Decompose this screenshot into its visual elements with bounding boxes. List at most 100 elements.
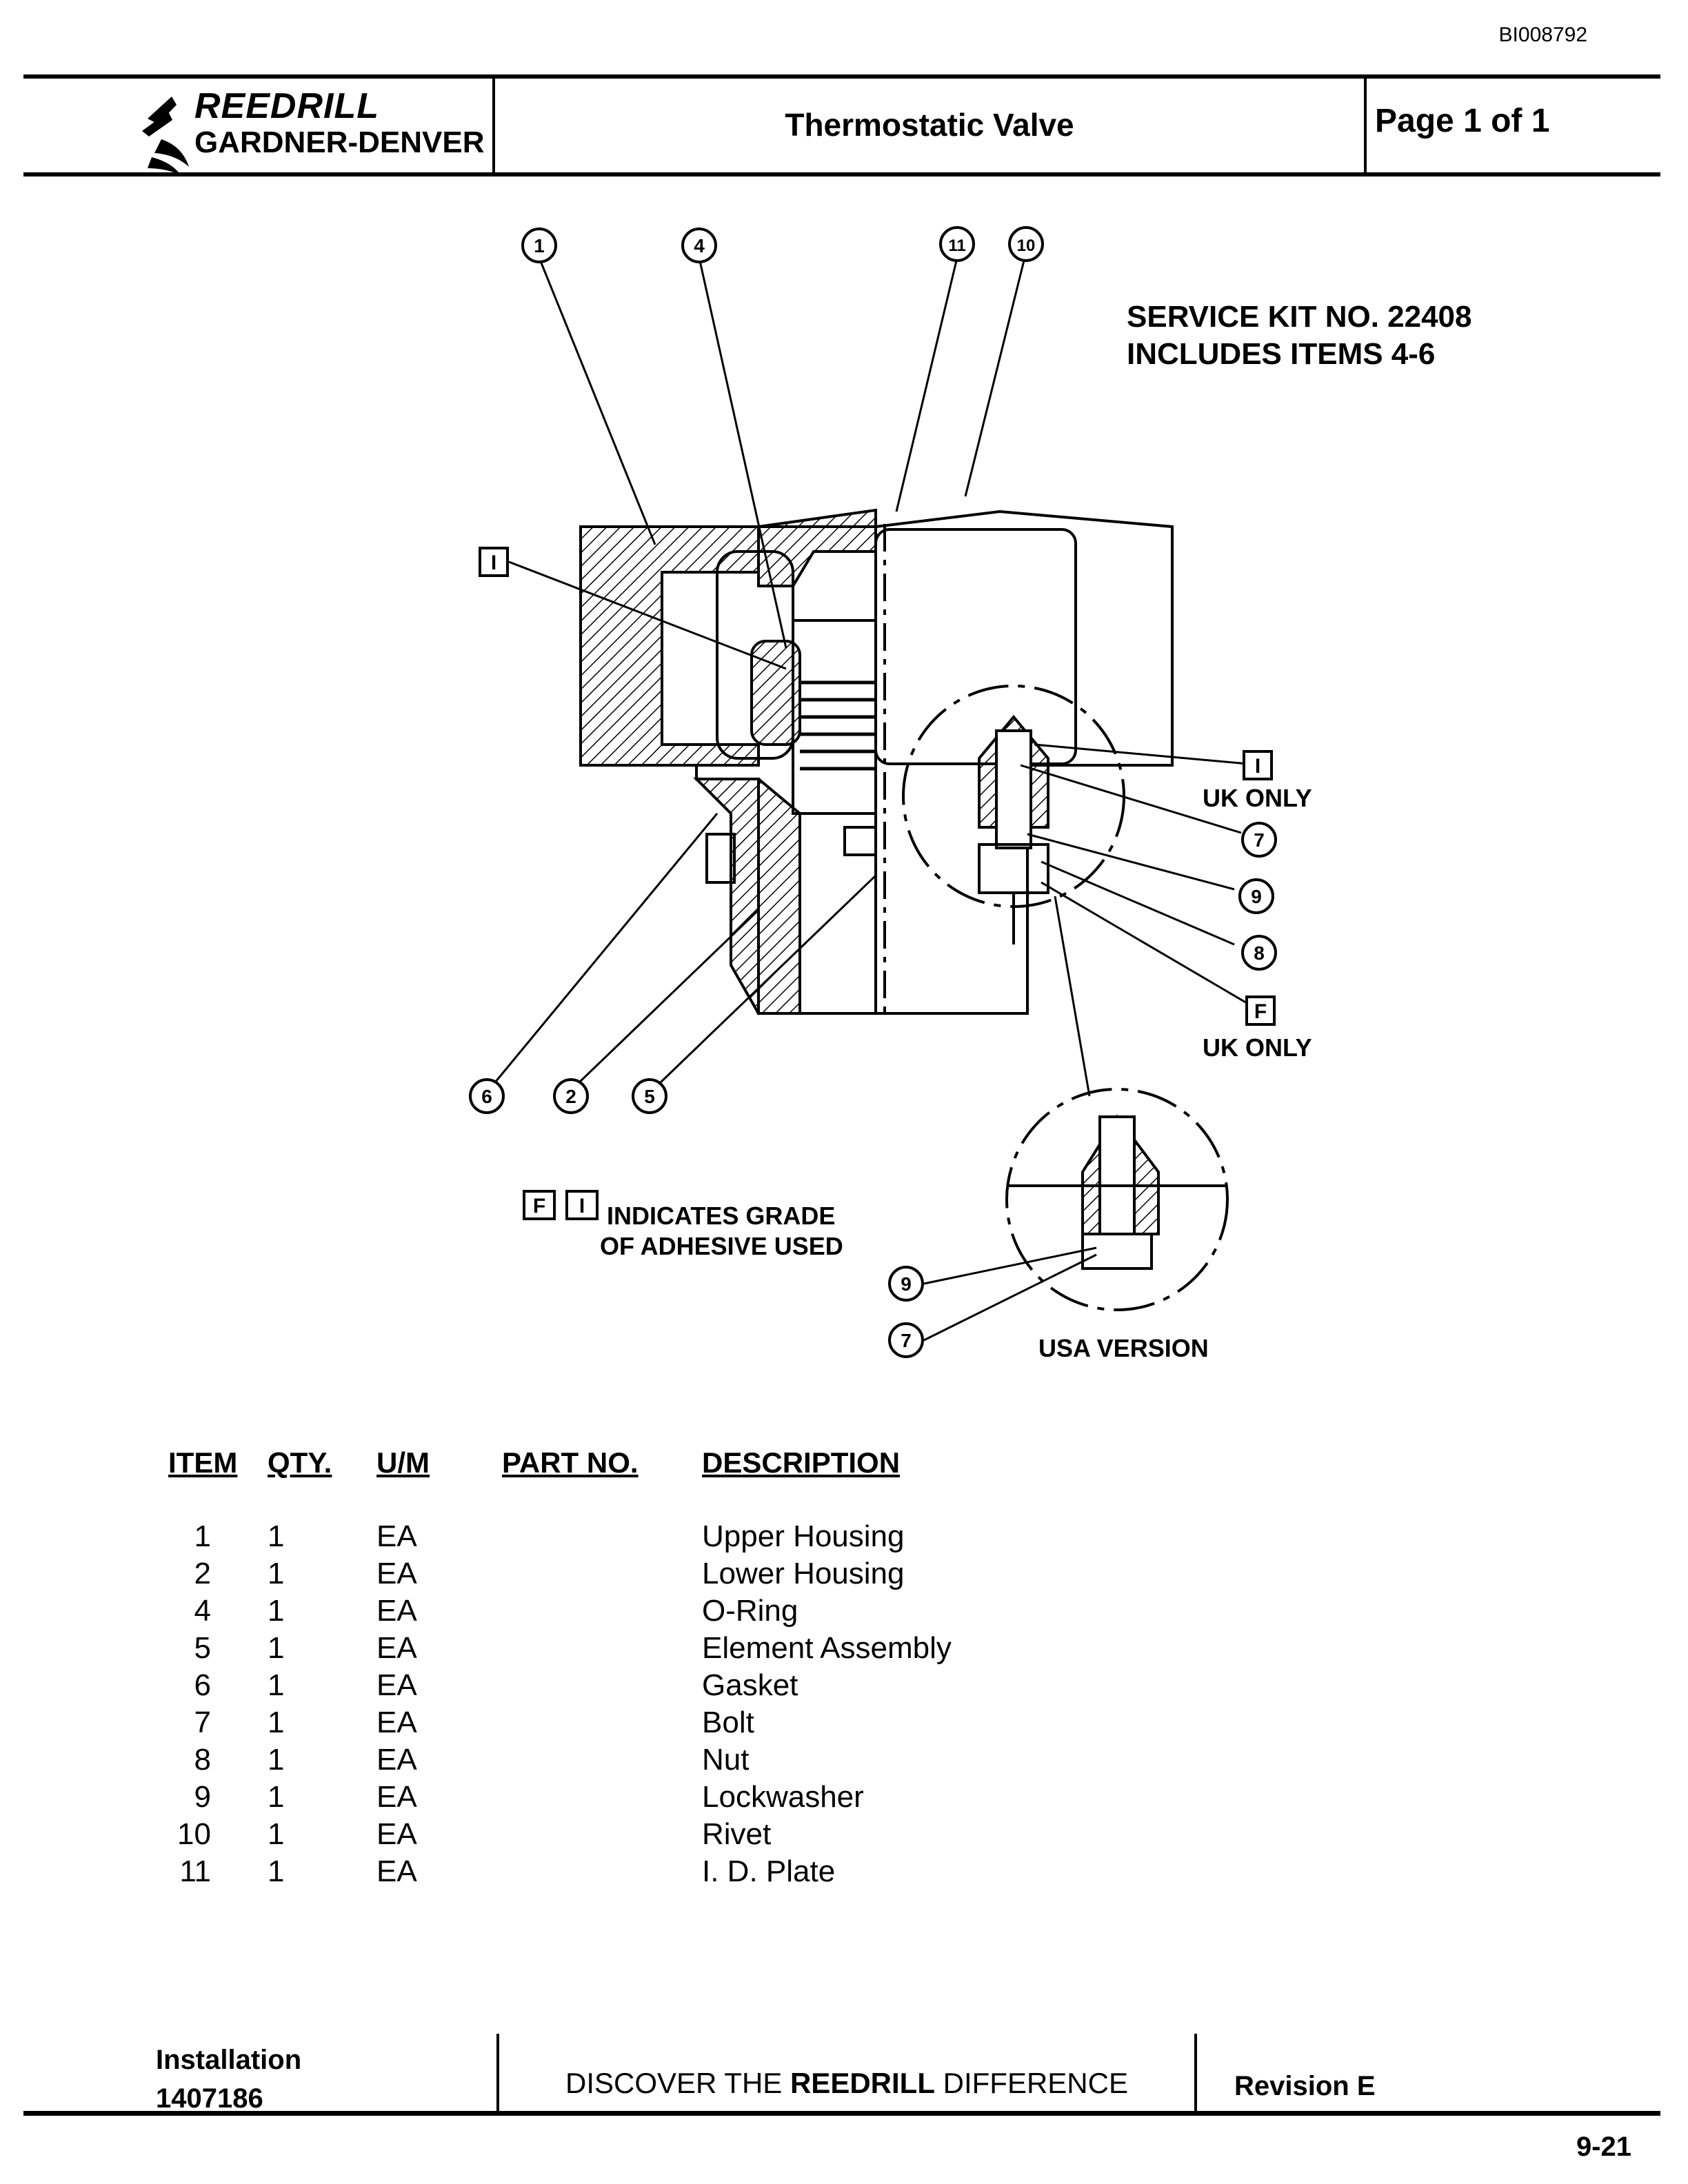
header-divider [1364, 79, 1367, 172]
installation-number: 1407186 [156, 2083, 263, 2114]
cell-qty: 1 [268, 1594, 285, 1628]
callout-circle [553, 1078, 589, 1114]
table-row: 4 1 EA O-Ring [0, 1594, 1688, 1631]
cell-qty: 1 [268, 1706, 285, 1739]
callout-circle [521, 228, 557, 263]
cell-item: 7 [194, 1706, 211, 1739]
cell-description: Lockwasher [702, 1780, 864, 1814]
col-header-qty: QTY. [268, 1446, 332, 1479]
adhesive-box-i: I [491, 552, 496, 574]
cell-description: Element Assembly [702, 1631, 952, 1665]
cell-description: Upper Housing [702, 1519, 905, 1553]
callout-circle [939, 226, 975, 262]
cell-um: EA [376, 1780, 417, 1814]
adhesive-box [1245, 995, 1276, 1026]
uk-only-label: UK ONLY [1203, 1033, 1312, 1062]
cell-qty: 1 [268, 1631, 285, 1665]
callout-circle [1008, 226, 1044, 262]
col-header-part-no: PART NO. [502, 1446, 639, 1479]
callout-circle [1241, 822, 1277, 858]
table-row: 8 1 EA Nut [0, 1743, 1688, 1780]
adhesive-box [1243, 750, 1273, 780]
document-code: BI008792 [1498, 23, 1587, 46]
page-number: 9-21 [1576, 2132, 1631, 2162]
cell-qty: 1 [268, 1780, 285, 1814]
slogan-prefix: DISCOVER THE [565, 2067, 790, 2099]
cell-qty: 1 [268, 1817, 285, 1851]
installation-label: Installation [156, 2045, 302, 2075]
cell-um: EA [376, 1743, 417, 1777]
reedrill-logo-icon [142, 97, 189, 174]
cell-qty: 1 [268, 1519, 285, 1553]
col-header-description: DESCRIPTION [702, 1446, 901, 1479]
cell-item: 4 [194, 1594, 211, 1628]
header-divider [492, 79, 495, 172]
cell-description: O-Ring [702, 1594, 798, 1628]
cell-description: Bolt [702, 1706, 754, 1739]
callout-circle [1241, 935, 1277, 971]
callout-6: 6 [481, 1086, 492, 1107]
cell-description: Rivet [702, 1817, 772, 1851]
cell-description: I. D. Plate [702, 1854, 836, 1888]
footer-slogan: DISCOVER THE REEDRILL DIFFERENCE [499, 2067, 1194, 2100]
table-row: 5 1 EA Element Assembly [0, 1631, 1688, 1668]
cell-description: Nut [702, 1743, 750, 1777]
cell-um: EA [376, 1706, 417, 1739]
adhesive-box-f: F [1254, 1000, 1267, 1023]
header-bar: REEDRILL GARDNER-DENVER Thermostatic Val… [23, 74, 1660, 176]
callout-2: 2 [565, 1086, 576, 1107]
callout-circle [632, 1078, 667, 1114]
footer-bar: Installation 1407186 DISCOVER THE REEDRI… [23, 2027, 1660, 2116]
adhesive-box-f: F [533, 1195, 545, 1217]
cell-um: EA [376, 1817, 417, 1851]
cell-um: EA [376, 1854, 417, 1888]
table-row: 6 1 EA Gasket [0, 1668, 1688, 1706]
callout-9: 9 [1251, 886, 1262, 907]
adhesive-box [523, 1190, 556, 1220]
cell-item: 5 [194, 1631, 211, 1665]
cell-item: 2 [194, 1557, 211, 1590]
logo-reedrill: REEDRILL [194, 86, 379, 126]
table-row: 9 1 EA Lockwasher [0, 1780, 1688, 1817]
installation-info: Installation 1407186 [156, 2041, 301, 2118]
cell-um: EA [376, 1594, 417, 1628]
callout-7: 7 [1254, 829, 1265, 851]
slogan-brand: REEDRILL [790, 2067, 935, 2099]
callout-circle [1238, 878, 1274, 914]
table-row: 7 1 EA Bolt [0, 1706, 1688, 1743]
callout-1: 1 [534, 235, 545, 256]
cell-um: EA [376, 1668, 417, 1702]
callout-circle [888, 1322, 924, 1358]
adhesive-box-i: I [579, 1195, 585, 1217]
cell-item: 6 [194, 1668, 211, 1702]
service-kit-line1: SERVICE KIT NO. 22408 [1127, 300, 1472, 334]
table-row: 2 1 EA Lower Housing [0, 1557, 1688, 1594]
adhesive-note-line1: INDICATES GRADE [607, 1202, 835, 1230]
slogan-suffix: DIFFERENCE [934, 2067, 1128, 2099]
cell-qty: 1 [268, 1854, 285, 1888]
callout-5: 5 [644, 1086, 655, 1107]
callout-circle [888, 1266, 924, 1302]
cell-um: EA [376, 1631, 417, 1665]
table-row: 10 1 EA Rivet [0, 1817, 1688, 1854]
callout-circle [681, 228, 717, 263]
callout-7: 7 [901, 1330, 912, 1351]
cell-item: 1 [194, 1519, 211, 1553]
page-indicator: Page 1 of 1 [1375, 103, 1550, 139]
cell-item: 10 [177, 1817, 211, 1851]
callout-11: 11 [948, 236, 965, 255]
table-row: 1 1 EA Upper Housing [0, 1519, 1688, 1557]
adhesive-box [565, 1190, 599, 1220]
callout-circle [469, 1078, 505, 1114]
revision-label: Revision E [1234, 2071, 1376, 2101]
adhesive-note-line2: OF ADHESIVE USED [600, 1232, 843, 1260]
cell-item: 11 [179, 1854, 211, 1888]
cell-um: EA [376, 1519, 417, 1553]
usa-version-label: USA VERSION [1038, 1334, 1209, 1362]
col-header-item: ITEM [168, 1446, 238, 1479]
col-header-um: U/M [376, 1446, 430, 1479]
footer-divider [496, 2034, 499, 2111]
cell-description: Lower Housing [702, 1557, 905, 1590]
service-kit-line2: INCLUDES ITEMS 4-6 [1127, 337, 1435, 371]
callout-8: 8 [1254, 942, 1265, 964]
